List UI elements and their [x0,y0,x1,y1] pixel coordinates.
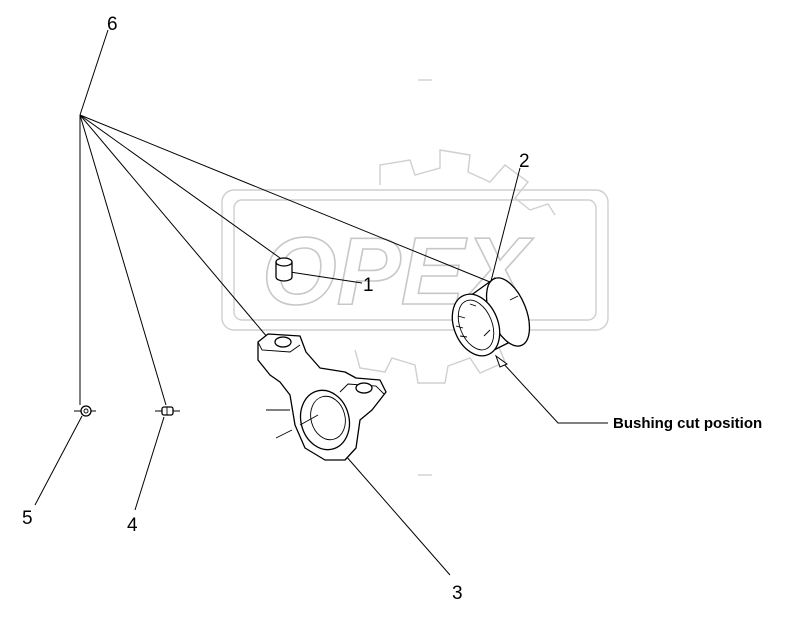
callout-leaders [34,167,608,576]
part-2-bushing [451,277,531,357]
part-4-bolt [155,406,180,416]
part-3-rod [257,333,387,461]
callout-2: 2 [519,151,530,172]
watermark-frame-inner [233,199,597,321]
part-1-pin [275,257,293,282]
cut-arrow-head [494,354,509,368]
part-5-nut [74,405,96,417]
callout-6: 6 [107,14,118,35]
callout-3: 3 [452,583,463,604]
callout-5: 5 [22,508,33,529]
callout-1: 1 [363,275,374,296]
leaders-from-6 [79,29,491,406]
bushing-cut-note: Bushing cut position [613,415,762,432]
callout-4: 4 [127,515,138,536]
watermark-gear [354,79,556,476]
watermark-frame-outer [221,189,609,331]
